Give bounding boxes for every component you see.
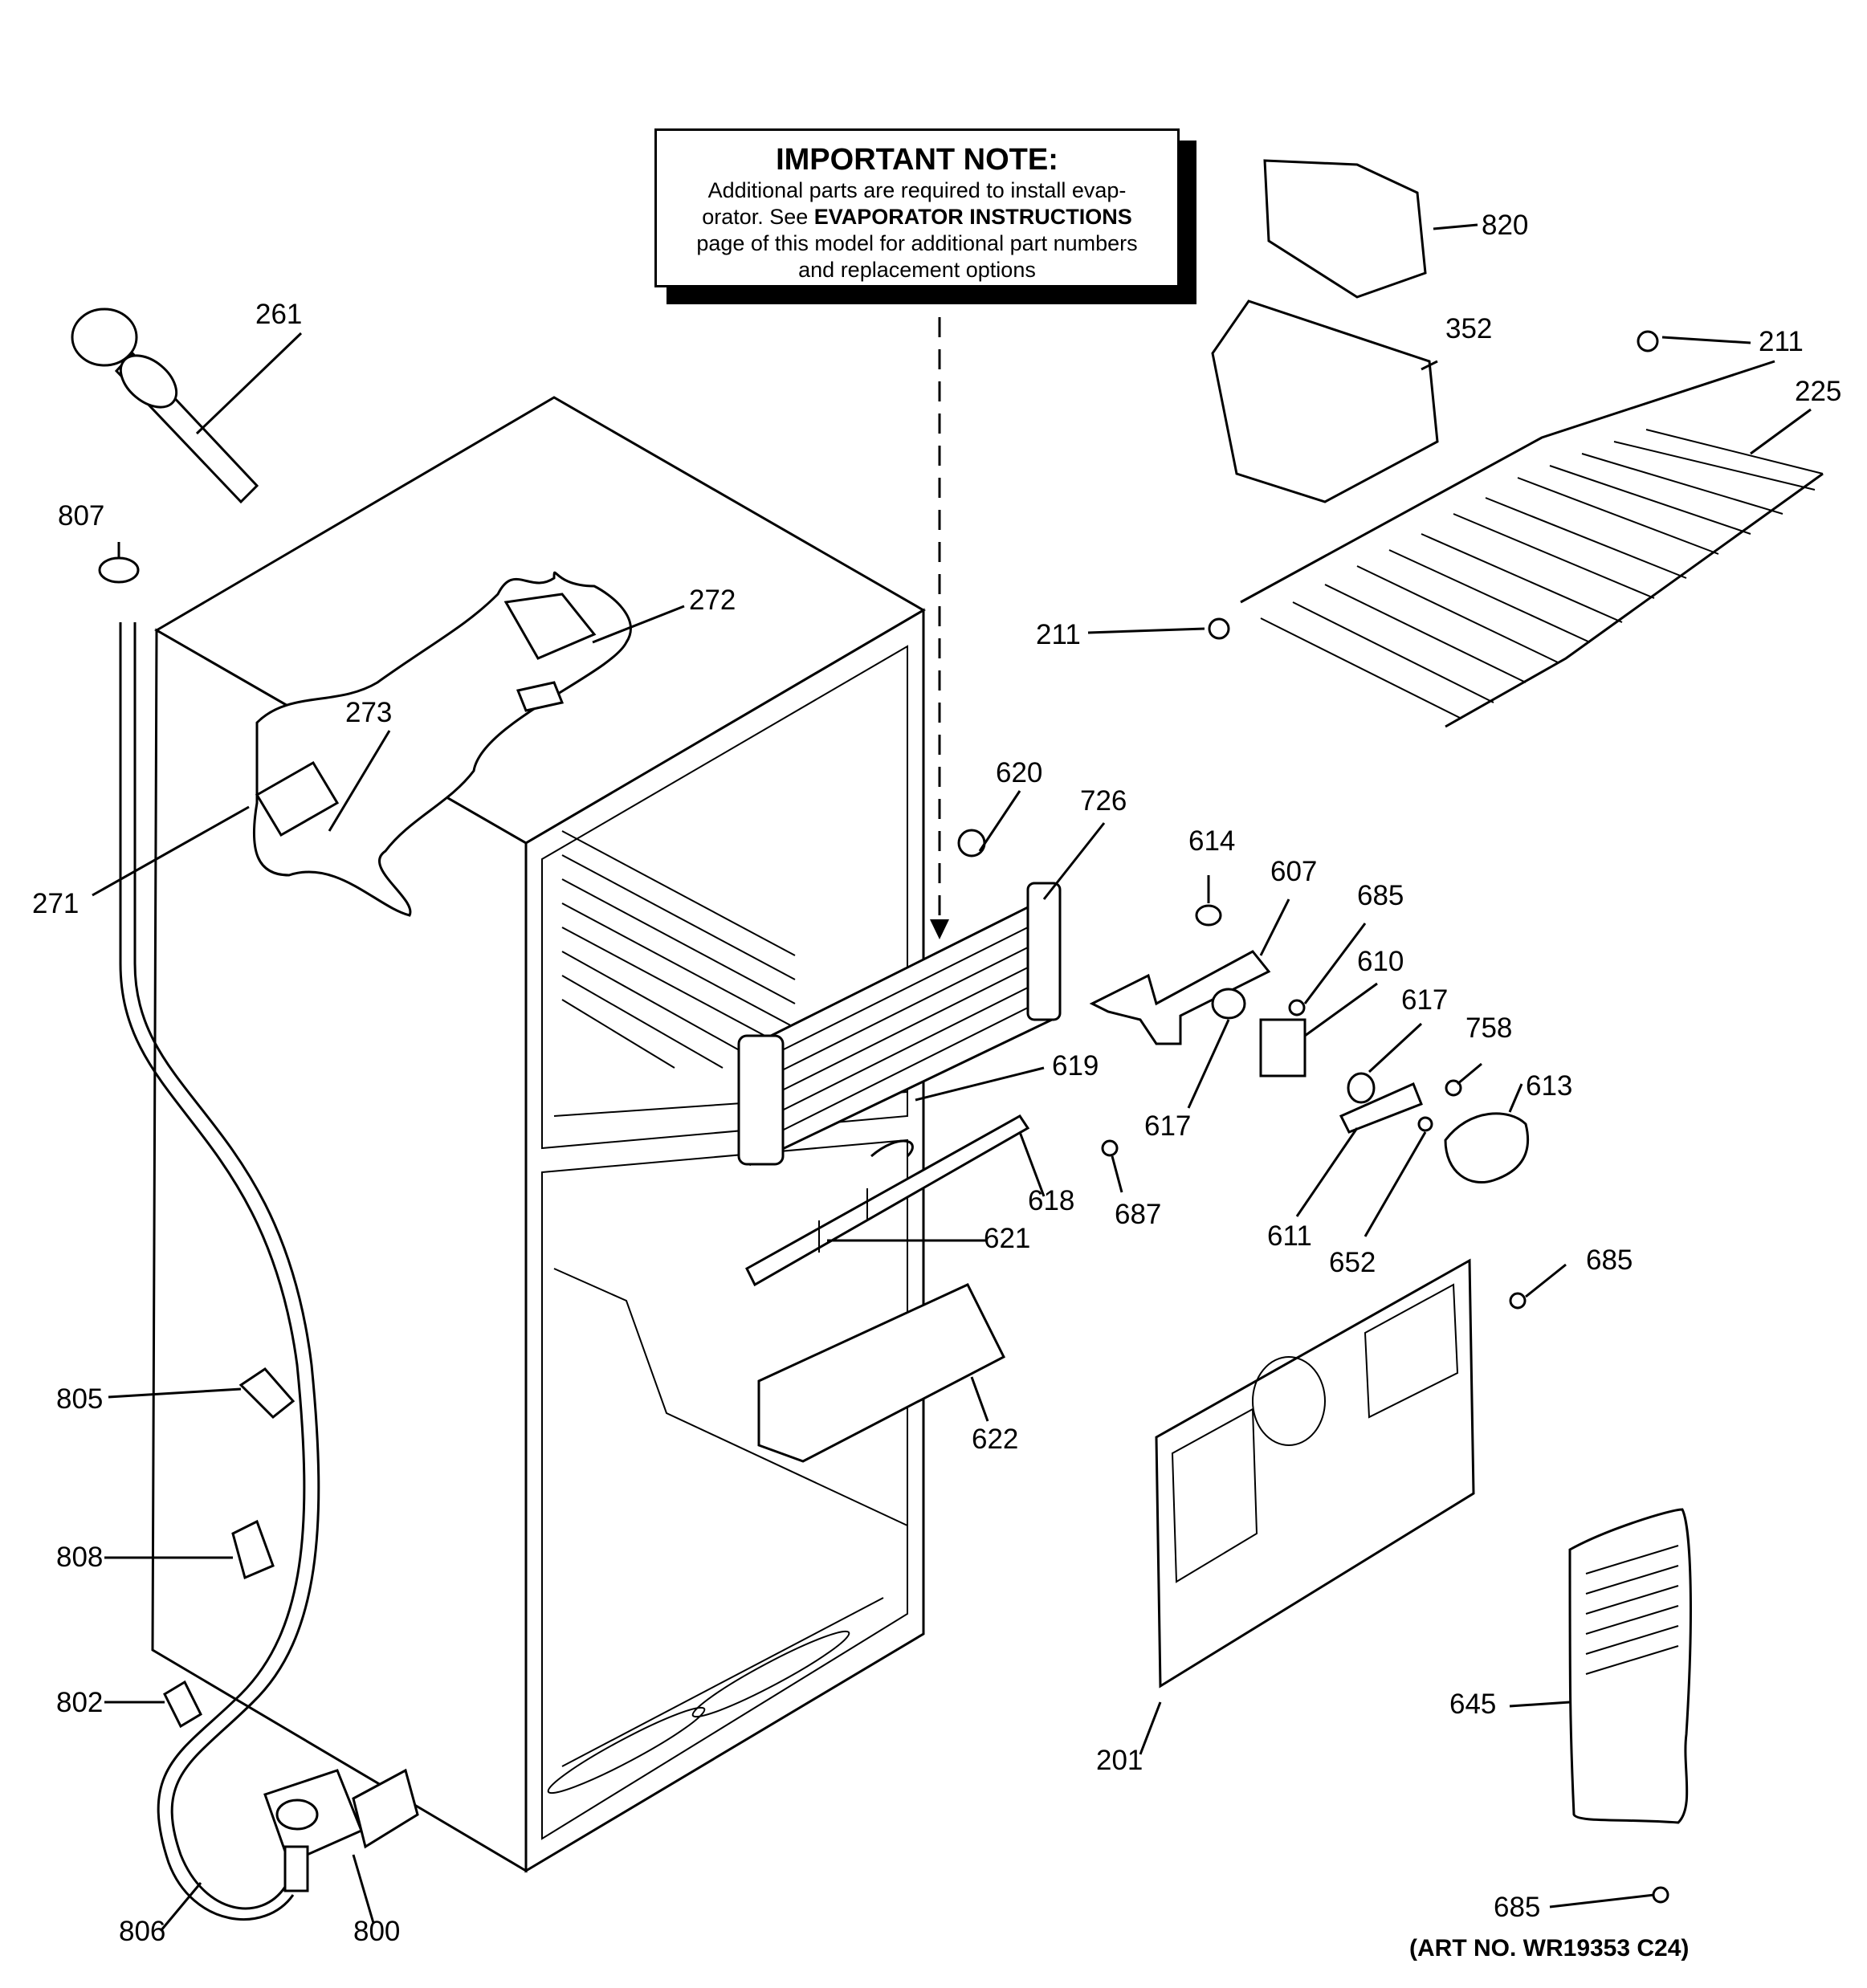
insulation-cutaway [252, 571, 632, 917]
callout-806: 806 [119, 1916, 166, 1947]
callout-610: 610 [1357, 946, 1404, 977]
grommet-614 [1195, 904, 1222, 927]
note-title: IMPORTANT NOTE: [776, 143, 1058, 177]
callout-271: 271 [32, 888, 79, 919]
part-619 [870, 1139, 914, 1158]
fill-tube-261 [71, 308, 259, 504]
grommet-617a [1211, 988, 1246, 1020]
note-line-2-text: orator. See [702, 205, 814, 229]
note-arrow-head [930, 919, 949, 939]
callout-618: 618 [1028, 1185, 1075, 1216]
screw-685b [1509, 1292, 1527, 1310]
callout-685-middle: 685 [1586, 1245, 1633, 1276]
callout-758: 758 [1465, 1012, 1513, 1044]
callout-617-left: 617 [1144, 1110, 1192, 1142]
callout-261: 261 [255, 299, 303, 330]
part-652 [1417, 1116, 1433, 1132]
callout-607: 607 [1270, 856, 1318, 887]
note-line-1: Additional parts are required to install… [707, 178, 1127, 202]
callout-820: 820 [1482, 210, 1529, 241]
callout-652: 652 [1329, 1247, 1376, 1278]
callout-225: 225 [1795, 376, 1842, 407]
art-number: (ART NO. WR19353 C24) [1409, 1935, 1690, 1962]
part-273 [516, 681, 565, 712]
callout-802: 802 [56, 1687, 104, 1718]
ice-maker-820 [1263, 159, 1427, 299]
fan-blade-613 [1444, 1112, 1530, 1184]
part-271 [255, 760, 340, 837]
callout-687: 687 [1115, 1199, 1162, 1230]
clip-808 [231, 1519, 275, 1580]
drain-trough-622 [757, 1283, 1006, 1463]
callout-613: 613 [1526, 1070, 1573, 1102]
callout-726: 726 [1080, 785, 1127, 817]
fan-motor-610 [1259, 1018, 1306, 1078]
callout-201: 201 [1096, 1745, 1143, 1776]
callout-800: 800 [353, 1916, 401, 1947]
freezer-shelf-225 [1240, 360, 1824, 728]
grommet-617b [1347, 1072, 1376, 1104]
callout-211-top: 211 [1759, 326, 1804, 357]
evaporator-726 [737, 882, 1062, 1167]
note-evaporator-instructions: EVAPORATOR INSTRUCTIONS [813, 205, 1132, 229]
water-valve-800 [263, 1768, 419, 1892]
callout-685-lower: 685 [1494, 1892, 1541, 1923]
screw-687 [1101, 1139, 1119, 1157]
callout-611: 611 [1267, 1220, 1312, 1252]
part-620 [957, 829, 986, 858]
screw-758 [1445, 1079, 1462, 1097]
screw-685c [1652, 1886, 1669, 1904]
callout-352: 352 [1445, 313, 1493, 344]
shelf-support-211b [1208, 617, 1230, 640]
callout-622: 622 [972, 1424, 1019, 1455]
bracket-611 [1339, 1082, 1423, 1134]
callout-645: 645 [1449, 1689, 1497, 1720]
screw-685a [1288, 999, 1306, 1016]
callout-621: 621 [984, 1223, 1031, 1254]
callout-808: 808 [56, 1542, 104, 1573]
shelf-support-211a [1637, 330, 1659, 352]
important-note-box: IMPORTANT NOTE: Additional parts are req… [654, 128, 1180, 287]
note-line-3: page of this model for additional part n… [696, 231, 1138, 255]
part-272 [503, 593, 597, 660]
grommet-807 [98, 556, 140, 584]
leader-lines [92, 223, 1812, 1932]
heater-618 [745, 1114, 1030, 1287]
callout-619: 619 [1052, 1050, 1099, 1082]
callout-620: 620 [996, 757, 1043, 788]
callout-211-left: 211 [1036, 619, 1081, 650]
cover-645 [1568, 1508, 1692, 1824]
callout-273: 273 [345, 697, 393, 728]
water-line-806 [119, 622, 306, 1921]
clip-802 [163, 1680, 202, 1729]
callout-617-right: 617 [1401, 984, 1449, 1016]
bracket-607 [1089, 950, 1271, 1045]
clips-621 [818, 1188, 868, 1253]
ice-bucket-352 [1211, 299, 1439, 503]
callout-272: 272 [689, 585, 736, 616]
evaporator-cover-201 [1155, 1258, 1475, 1689]
callout-807: 807 [58, 500, 105, 532]
note-line-4: and replacement options [798, 258, 1036, 282]
callout-614: 614 [1188, 825, 1236, 857]
callout-805: 805 [56, 1383, 104, 1415]
note-line-2: orator. See EVAPORATOR INSTRUCTIONS [657, 204, 1177, 230]
callout-685-upper: 685 [1357, 880, 1404, 911]
clip-805 [238, 1367, 296, 1420]
